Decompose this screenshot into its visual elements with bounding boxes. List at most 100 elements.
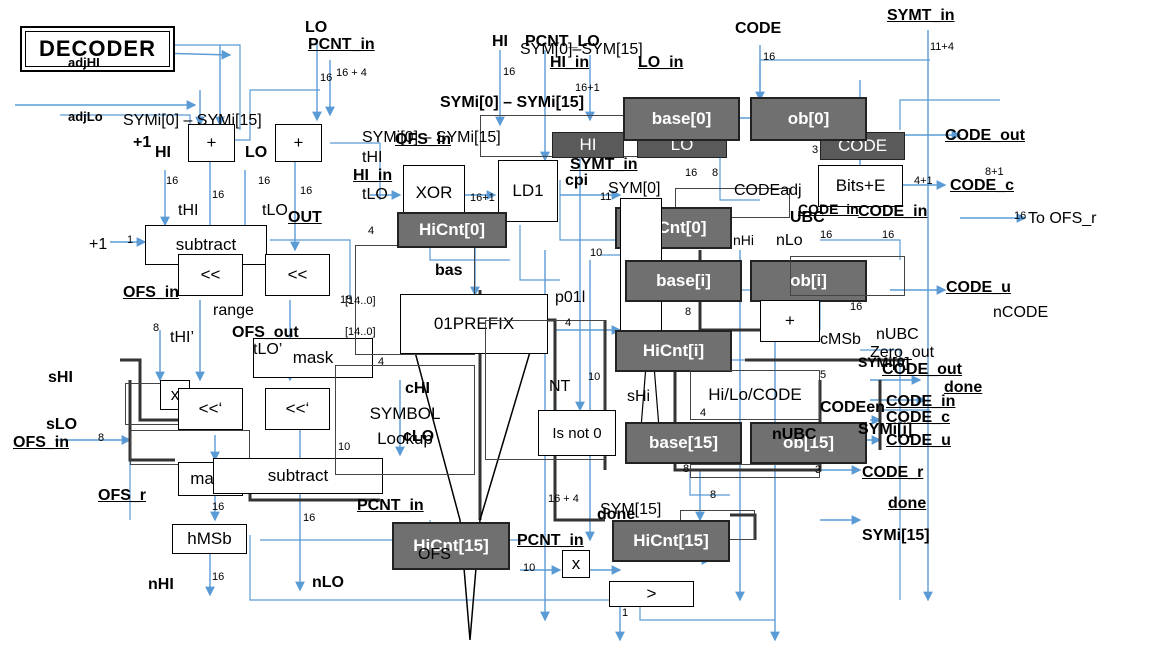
ob0-label: ob[0] xyxy=(787,109,830,128)
hmsb-label: hMSb xyxy=(187,529,232,548)
label-chi: cHI xyxy=(405,380,430,397)
width-8-e: 8 xyxy=(683,463,690,475)
width-16-i: 16 xyxy=(212,501,225,513)
width-16p4-a: 16 + 4 xyxy=(336,67,367,79)
label-nubc: nUBC xyxy=(876,326,919,343)
width-16-l: 16 xyxy=(685,167,698,179)
label-code-c: CODE_c xyxy=(950,177,1015,194)
comparator-gt: > xyxy=(609,581,694,607)
shift-left-hi-label: << xyxy=(200,265,221,284)
label-lo-top: LO xyxy=(305,19,328,36)
label-plus1-b: +1 xyxy=(89,236,108,253)
multiplier-bottom-label: x xyxy=(571,554,581,573)
base-i-label: base[i] xyxy=(656,271,711,290)
label-code-r: CODE_r xyxy=(862,464,924,481)
shift-left2-hi-label: <<‘ xyxy=(198,399,223,418)
width-8-a: 8 xyxy=(153,322,160,334)
adder-hi: + xyxy=(188,124,235,162)
ob15-register: ob[15] xyxy=(750,422,867,464)
xor-gate: XOR xyxy=(403,165,465,221)
width-5: 5 xyxy=(820,369,827,381)
label-code-top: CODE xyxy=(735,20,782,37)
adder-mid: + xyxy=(760,300,820,342)
label-bits-14: [14..0] xyxy=(345,295,376,307)
subtract-bottom: subtract xyxy=(213,458,383,494)
hicnt-i-register: HiCnt[i] xyxy=(615,330,732,372)
label-adj-hi: adjHI xyxy=(68,55,100,70)
label-code-out: CODE_out xyxy=(945,127,1025,144)
hicnt0-left-label: HiCnt[0] xyxy=(418,220,486,239)
label-slo: sLO xyxy=(46,416,78,433)
label-hi-a: HI xyxy=(155,144,171,161)
label-hi-in-top: HI_in xyxy=(550,54,590,71)
label-tlo: tLO xyxy=(262,202,288,219)
label-lo-a: LO xyxy=(245,144,268,161)
width-16-o: 16 xyxy=(850,301,863,313)
width-10-a: 10 xyxy=(338,441,351,453)
label-clo: cLO xyxy=(403,428,435,445)
label-pcnt-lo: PCNT_LO xyxy=(525,33,600,50)
label-nt: NT xyxy=(549,378,571,395)
hicnt15-left-label: HiCnt[15] xyxy=(413,536,489,555)
base15-register: base[15] xyxy=(625,422,742,464)
prefix-01-block: 01PREFIX xyxy=(400,294,548,354)
label-shi: sHI xyxy=(48,369,73,386)
hicnt0-left: HiCnt[0] xyxy=(397,212,507,248)
hicnt15-right: HiCnt[15] xyxy=(612,520,730,562)
is-not-zero-label: Is not 0 xyxy=(552,424,602,442)
label-sym0: SYM[0] xyxy=(608,180,661,197)
multiplier-mid-label: x xyxy=(170,385,180,404)
label-ncode: nCODE xyxy=(993,304,1049,321)
label-done: done xyxy=(944,379,983,396)
label-zero-out: Zero_out xyxy=(870,344,935,361)
width-16p1-a: 16+1 xyxy=(575,82,600,94)
adder-lo: + xyxy=(275,124,322,162)
label-base: bas xyxy=(435,262,463,279)
adder-lo-label: + xyxy=(293,133,304,152)
base15-label: base[15] xyxy=(649,433,718,452)
hi-lo-code-box: Hi/Lo/CODE xyxy=(690,370,820,420)
width-8-d: 8 xyxy=(685,306,692,318)
width-1-a: 1 xyxy=(127,234,134,246)
ld1-block: LD1 xyxy=(498,160,558,222)
width-16-e: 16 xyxy=(166,175,179,187)
width-16-j: 16 xyxy=(212,571,225,583)
ob-i-shadow xyxy=(790,256,905,296)
label-code-u: CODE_u xyxy=(946,279,1011,296)
adder-hi-label: + xyxy=(206,133,217,152)
label-hi-top: HI xyxy=(492,33,508,50)
label-plus1-a: +1 xyxy=(133,134,152,151)
width-3-b: 3 xyxy=(815,464,822,476)
label-code-in: CODE_in xyxy=(858,203,928,220)
adder-mid-label: + xyxy=(785,311,795,330)
label-done2: done xyxy=(888,495,927,512)
label-thi-prime: tHI’ xyxy=(170,329,194,346)
label-code-u2: CODE_u xyxy=(886,432,951,449)
hicnt15-left: HiCnt[15] xyxy=(392,522,510,570)
shift-left2-lo: <<‘ xyxy=(265,388,330,430)
width-10-b: 10 xyxy=(590,247,603,259)
label-symt-in: SYMT_in xyxy=(887,7,955,24)
shift-left-lo: << xyxy=(265,254,330,296)
label-codeadj: CODEadj xyxy=(734,182,802,199)
label-ofs-in-left: OFS_in xyxy=(123,284,180,301)
hicnt15-right-label: HiCnt[15] xyxy=(633,531,709,550)
base0-label: base[0] xyxy=(651,109,712,128)
width-3-a: 3 xyxy=(812,144,819,156)
hmsb-block: hMSb xyxy=(172,524,247,554)
mask-mid: mask xyxy=(253,338,373,378)
label-cmsb: cMSb xyxy=(820,331,861,348)
label-nhi-mid: nHi xyxy=(733,232,755,248)
base0-register: base[0] xyxy=(623,97,740,141)
width-16-h: 16 xyxy=(300,185,313,197)
label-ofs-out: OFS_out xyxy=(232,324,299,341)
width-4p1: 4+1 xyxy=(914,175,933,187)
width-1-b: 1 xyxy=(622,607,629,619)
label-symi-range-mid: SYMi[0] – SYMi[15] xyxy=(440,94,585,111)
shift-left2-lo-label: <<‘ xyxy=(285,399,310,418)
symbol-lookup-block: SYMBOL Lookup xyxy=(335,365,475,475)
width-8p1: 8+1 xyxy=(985,166,1004,178)
label-tlo2: tLO xyxy=(362,186,388,203)
label-nlo: nLO xyxy=(312,574,344,591)
